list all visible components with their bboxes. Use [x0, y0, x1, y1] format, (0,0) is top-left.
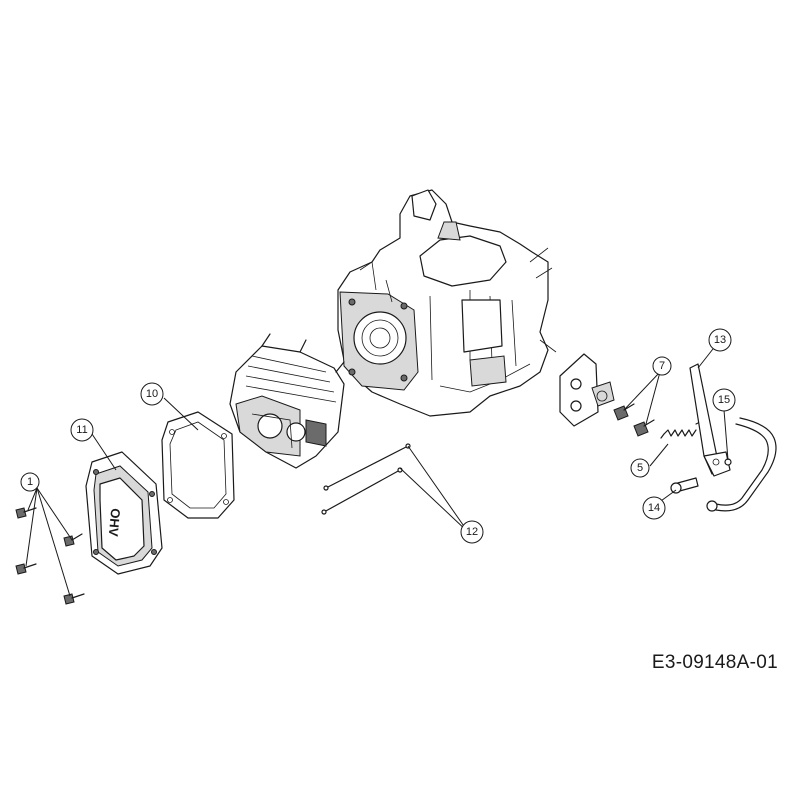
bracket-screws: [613, 403, 655, 437]
callout-14: 14: [642, 496, 666, 520]
push-rods: [321, 443, 411, 515]
callout-10: 10: [140, 382, 164, 406]
bolt: [15, 563, 37, 575]
governor-bracket: [559, 353, 615, 427]
svg-text:13: 13: [714, 334, 726, 346]
callout-11: 11: [70, 418, 94, 442]
screw: [633, 419, 655, 437]
engine-block: [337, 189, 557, 417]
head-gasket: [161, 411, 235, 519]
cover-bolts: [15, 507, 85, 605]
svg-text:5: 5: [637, 462, 643, 474]
svg-text:1: 1: [27, 476, 33, 488]
bolt: [63, 593, 85, 605]
leader-lines: [25, 339, 729, 597]
pivot-pin: [670, 477, 699, 494]
callout-15: 15: [712, 388, 736, 412]
linkage-rod: [706, 417, 777, 512]
valve-cover: OHV: [85, 451, 163, 575]
svg-text:10: 10: [146, 388, 158, 400]
callout-13: 13: [708, 328, 732, 352]
svg-text:7: 7: [659, 360, 665, 372]
bolt: [63, 533, 83, 547]
callout-7: 7: [652, 356, 672, 376]
diagram-reference-code: E3-09148A-01: [651, 652, 778, 673]
governor-spring: [660, 421, 701, 439]
screw: [613, 403, 635, 421]
svg-text:15: 15: [718, 394, 730, 406]
bolt: [15, 507, 37, 519]
governor-arm: [689, 363, 731, 477]
callout-1: 1: [20, 472, 40, 492]
svg-text:11: 11: [76, 424, 87, 436]
callouts: 1 5 7 10 11 12 13 14: [20, 328, 736, 544]
svg-text:12: 12: [466, 526, 478, 538]
svg-text:14: 14: [648, 502, 660, 514]
callout-12: 12: [460, 520, 484, 544]
ohv-lettering: OHV: [106, 508, 123, 538]
callout-5: 5: [630, 458, 650, 478]
cylinder-head: [229, 333, 345, 469]
